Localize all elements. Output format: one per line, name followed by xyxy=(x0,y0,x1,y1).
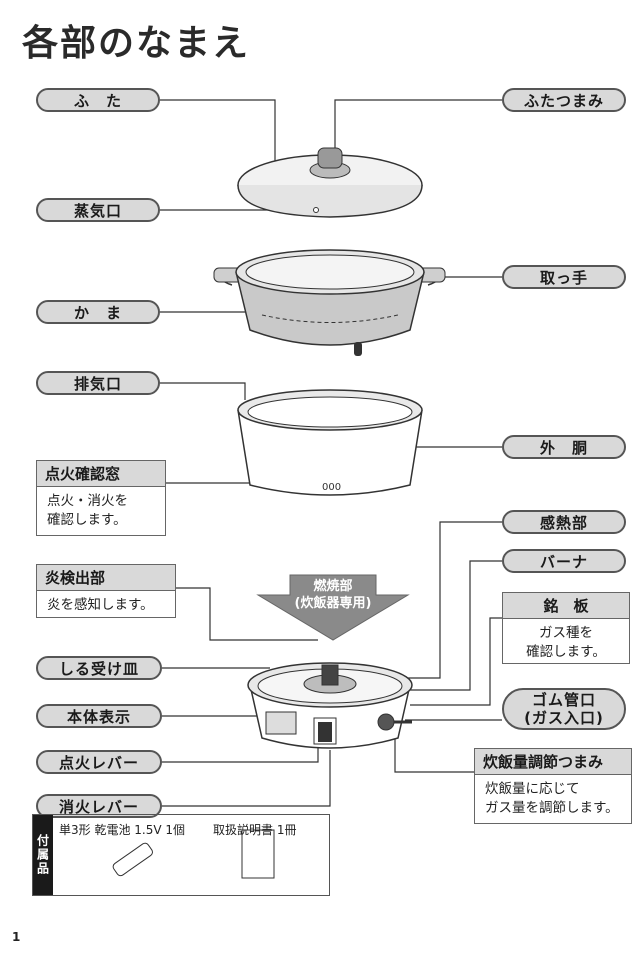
label-haiki-guchi: 排気口 xyxy=(36,371,160,395)
lid-drawing xyxy=(237,147,423,218)
label-kanetsu-bu: 感熱部 xyxy=(502,510,626,534)
box-hono-kenshutsu-body: 炎を感知します。 xyxy=(47,597,154,613)
label-futa: ふ た xyxy=(36,88,160,112)
label-futa-tsumami: ふたつまみ xyxy=(502,88,626,112)
label-gaidou: 外 胴 xyxy=(502,435,626,459)
combustion-label: 燃焼部 (炊飯器専用) xyxy=(282,578,384,612)
pot-drawing xyxy=(213,249,446,356)
label-hontai-hyouji: 本体表示 xyxy=(36,704,162,728)
box-suihan-ryou-body: 炊飯量に応じて ガス量を調節します。 xyxy=(485,781,619,816)
box-tenka-window-header: 点火確認窓 xyxy=(37,461,165,487)
box-hono-kenshutsu-header: 炎検出部 xyxy=(37,565,175,591)
outer-body-drawing: 000 xyxy=(237,389,423,496)
accessories-side-label: 付属品 xyxy=(33,815,53,895)
label-gomu-kan-line2: (ガス入口) xyxy=(524,709,604,727)
battery-drawing xyxy=(112,842,153,877)
box-suihan-ryou: 炊飯量調節つまみ 炊飯量に応じて ガス量を調節します。 xyxy=(474,748,632,824)
label-totte: 取っ手 xyxy=(502,265,626,289)
svg-text:000: 000 xyxy=(322,482,341,493)
accessories-box: 付属品 単3形 乾電池 1.5V 1個 取扱説明書 1冊 xyxy=(32,814,330,896)
combustion-arrow xyxy=(256,574,410,641)
box-suihan-ryou-header: 炊飯量調節つまみ xyxy=(475,749,631,775)
burner-base-drawing xyxy=(247,662,413,749)
accessory-battery: 単3形 乾電池 1.5V 1個 xyxy=(59,823,186,837)
label-gomu-kan: ゴム管口 (ガス入口) xyxy=(502,688,626,730)
box-meiban-body: ガス種を 確認します。 xyxy=(526,625,606,660)
label-gomu-kan-line1: ゴム管口 xyxy=(531,691,596,709)
label-burner: バーナ xyxy=(502,549,626,573)
combustion-label-line1: 燃焼部 xyxy=(313,579,353,594)
page-title: 各部のなまえ xyxy=(22,23,251,64)
label-shiru-uke: しる受け皿 xyxy=(36,656,162,680)
accessory-manual: 取扱説明書 1冊 xyxy=(213,823,297,837)
label-tenka-lever: 点火レバー xyxy=(36,750,162,774)
combustion-label-line2: (炊飯器専用) xyxy=(294,596,372,611)
box-meiban-header: 銘 板 xyxy=(503,593,629,619)
box-tenka-window-body: 点火・消火を 確認します。 xyxy=(47,493,128,528)
manual-drawing xyxy=(241,829,275,879)
label-kama: か ま xyxy=(36,300,160,324)
box-tenka-window: 点火確認窓 点火・消火を 確認します。 xyxy=(36,460,166,536)
box-meiban: 銘 板 ガス種を 確認します。 xyxy=(502,592,630,664)
page-number: 1 xyxy=(12,930,21,944)
label-jouki-guchi: 蒸気口 xyxy=(36,198,160,222)
box-hono-kenshutsu: 炎検出部 炎を感知します。 xyxy=(36,564,176,618)
